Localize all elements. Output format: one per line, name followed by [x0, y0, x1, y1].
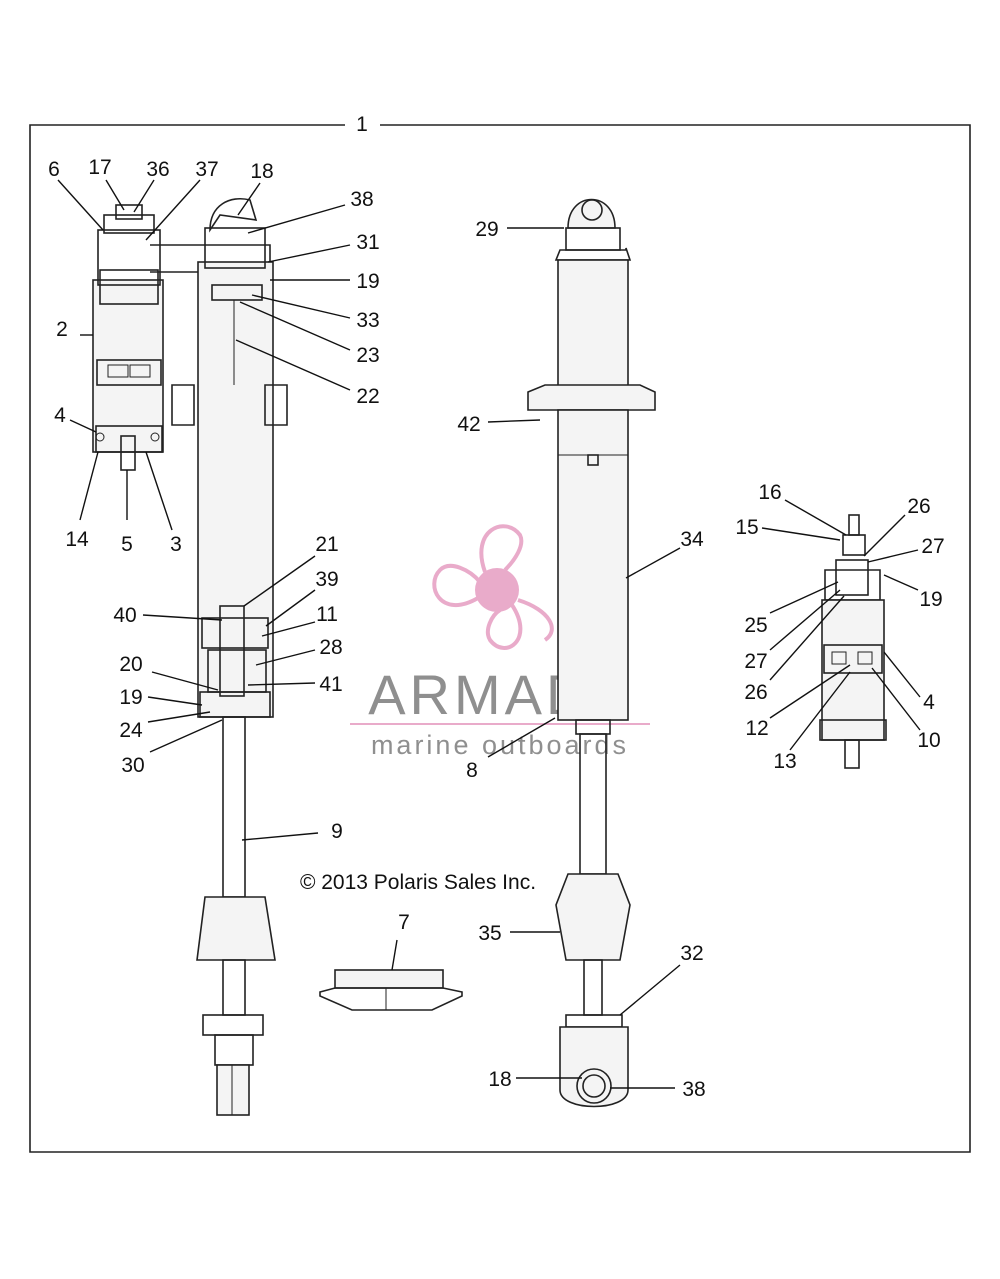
callout: 7 — [398, 911, 410, 934]
callout-numbers: 1 6 17 36 37 18 38 31 19 33 23 22 2 4 14… — [48, 113, 945, 1101]
callout: 17 — [88, 156, 111, 179]
callout: 28 — [319, 636, 342, 659]
callout: 34 — [680, 528, 704, 551]
callout: 19 — [919, 588, 942, 611]
callout: 40 — [113, 604, 136, 627]
assembly-frame — [29, 124, 971, 1153]
callout: 25 — [744, 614, 767, 637]
callout: 11 — [316, 603, 338, 626]
callout: 12 — [745, 717, 768, 740]
leader-lines — [57, 179, 921, 1089]
callout: 41 — [319, 673, 342, 696]
callout: 6 — [48, 158, 60, 181]
callout: 27 — [744, 650, 767, 673]
callout: 36 — [146, 158, 169, 181]
part-7-bumper — [319, 969, 463, 1011]
callout: 18 — [250, 160, 273, 183]
propeller-logo-icon — [432, 524, 554, 650]
left-shock-cutaway — [92, 198, 288, 1116]
callout: 5 — [121, 533, 133, 556]
callout: 19 — [356, 270, 379, 293]
right-reservoir-detail — [819, 514, 887, 769]
callout: 16 — [758, 481, 781, 504]
callout: 14 — [65, 528, 89, 551]
callout: 42 — [457, 413, 480, 436]
copyright-notice: © 2013 Polaris Sales Inc. — [300, 871, 536, 894]
callout: 2 — [56, 318, 68, 341]
callout: 31 — [356, 231, 379, 254]
callout: 37 — [195, 158, 218, 181]
callout: 18 — [488, 1068, 511, 1091]
callout: 27 — [921, 535, 944, 558]
callout: 33 — [356, 309, 379, 332]
callout: 19 — [119, 686, 142, 709]
callout: 9 — [331, 820, 343, 843]
watermark-tagline: marine outboards — [371, 730, 629, 760]
callout: 23 — [356, 344, 379, 367]
callout: 21 — [315, 533, 338, 556]
callout: 8 — [466, 759, 478, 782]
callout: 4 — [54, 404, 66, 427]
callout: 3 — [170, 533, 182, 556]
center-shock-exterior — [527, 198, 656, 1108]
callout: 38 — [350, 188, 373, 211]
callout: 26 — [907, 495, 930, 518]
callout: 20 — [119, 653, 142, 676]
callout: 10 — [917, 729, 940, 752]
callout: 38 — [682, 1078, 705, 1101]
callout: 32 — [680, 942, 703, 965]
callout: 39 — [315, 568, 338, 591]
callout: 15 — [735, 516, 758, 539]
callout: 35 — [478, 922, 501, 945]
callout: 26 — [744, 681, 767, 704]
callout: 29 — [475, 218, 498, 241]
assembly-callout: 1 — [356, 113, 368, 136]
callout: 30 — [121, 754, 144, 777]
callout: 24 — [119, 719, 143, 742]
callout: 22 — [356, 385, 379, 408]
callout: 4 — [923, 691, 935, 714]
callout: 13 — [773, 750, 796, 773]
